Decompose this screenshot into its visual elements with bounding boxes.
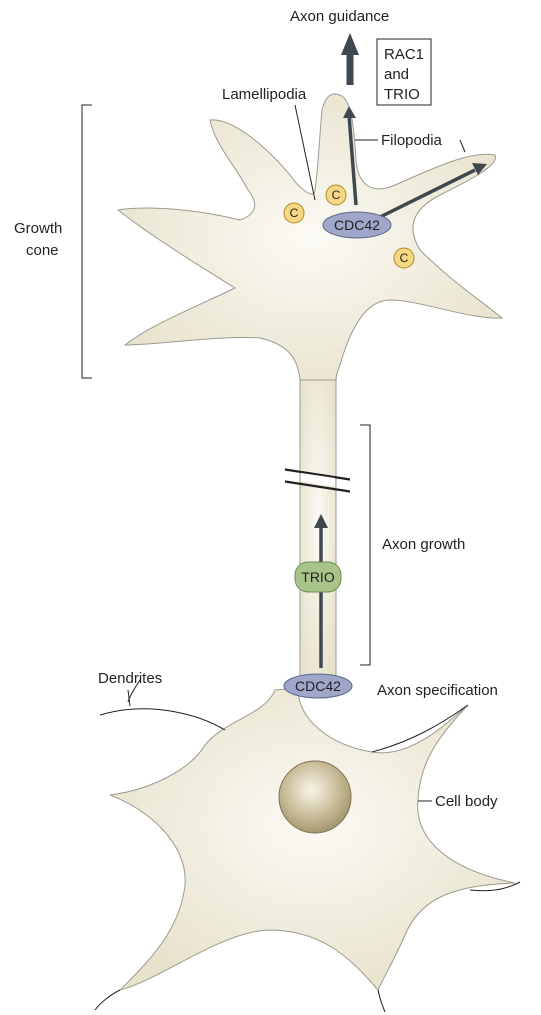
rac1-trio-line2: and: [384, 66, 409, 83]
c-marker-3-label: C: [400, 251, 409, 265]
axon-growth-label: Axon growth: [382, 536, 465, 553]
rac1-trio-line1: RAC1: [384, 46, 424, 63]
growth-cone-label-line2: cone: [26, 242, 59, 259]
cell-body-label: Cell body: [435, 793, 498, 810]
cdc42-cone-label: CDC42: [334, 217, 380, 233]
cdc42-base-label: CDC42: [295, 678, 341, 694]
axon-specification-label: Axon specification: [377, 682, 498, 699]
dendrite-left-top: [100, 709, 225, 730]
growth-cone-shape: [118, 94, 502, 380]
filopodia-label: Filopodia: [381, 132, 443, 149]
dendrite-bottom: [378, 990, 385, 1012]
trio-pill-label: TRIO: [301, 569, 335, 585]
growth-cone-label-line1: Growth: [14, 220, 62, 237]
lamellipodia-label: Lamellipodia: [222, 86, 307, 103]
filopodia-leader-2: [460, 140, 465, 152]
growth-cone-bracket: [82, 105, 92, 378]
dendrite-left-bottom: [95, 990, 120, 1010]
nucleus: [279, 761, 351, 833]
c-marker-2-label: C: [332, 188, 341, 202]
cell-body-shape: [110, 688, 515, 990]
axon-guidance-arrow-head: [341, 33, 359, 55]
c-marker-1-label: C: [290, 206, 299, 220]
axon-growth-bracket: [360, 425, 370, 665]
rac1-trio-line3: TRIO: [384, 86, 420, 103]
axon-shaft: [300, 380, 336, 690]
axon-guidance-label: Axon guidance: [290, 8, 389, 25]
dendrites-label: Dendrites: [98, 670, 162, 687]
